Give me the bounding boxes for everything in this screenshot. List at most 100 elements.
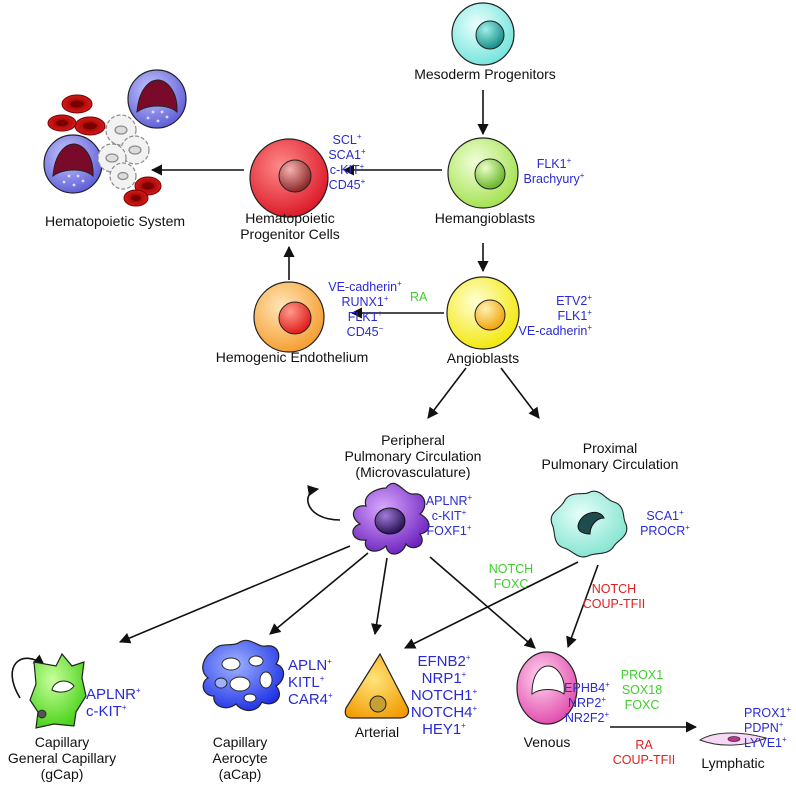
self-renewal-arrow-peripheral [307, 485, 341, 521]
marker-name: CAR4 [288, 691, 329, 708]
marker-name: CD45 [346, 325, 379, 339]
lymphatic-markers: PROX1+PDPN+LYVE1+ [744, 705, 794, 751]
marker-name: KITL [288, 674, 320, 691]
marker: CD45+ [322, 177, 372, 193]
marker-sign: + [778, 719, 784, 729]
marker-sign: + [356, 131, 362, 141]
marker-name: HEY1 [422, 721, 462, 738]
marker-sign: + [327, 657, 332, 666]
marker-name: c-KIT [329, 163, 360, 177]
peripheral-endothelial-cell [352, 482, 430, 555]
marker: APLNR+ [420, 492, 478, 509]
signal-line: COUP-TFII [582, 597, 646, 611]
marker: APLNR+ [86, 686, 156, 703]
peripheral-label-line3: (Microvasculature) [355, 464, 471, 480]
gcap-cell [29, 652, 87, 729]
peripheral-label: Peripheral Pulmonary Circulation (Microv… [328, 432, 498, 480]
marker-sign: + [359, 161, 365, 171]
platelet-icon [97, 114, 150, 190]
signal-line: NOTCH [488, 562, 534, 576]
angioblasts-label: Angioblasts [446, 350, 520, 366]
marker: Brachyury+ [510, 171, 598, 187]
marker: PROCR+ [634, 522, 696, 539]
marker: NR2F2+ [560, 709, 614, 726]
marker-sign: + [328, 691, 333, 700]
acap-label-line1: Capillary [212, 734, 268, 750]
marker-sign: + [604, 709, 610, 719]
marker-name: FOXF1 [426, 524, 467, 538]
red-blood-cell-icon [47, 114, 77, 132]
proximal-markers: SCA1+PROCR+ [634, 507, 696, 539]
hemogenic-endothelium-cell [253, 281, 325, 353]
marker-sign: + [397, 278, 402, 288]
arrows [11, 90, 698, 733]
gcap-label-line3: (gCap) [40, 766, 84, 782]
venous-label: Venous [523, 734, 571, 750]
gcap-label: Capillary General Capillary (gCap) [0, 734, 124, 782]
arterial-label: Arterial [354, 724, 400, 740]
peripheral-label-line2: Pulmonary Circulation [344, 448, 482, 464]
marker-name: Brachyury [523, 172, 580, 186]
gcap-label-line1: Capillary [34, 734, 90, 750]
arrow-peripheral-to-acap [269, 552, 369, 635]
marker-sign: + [360, 146, 366, 156]
marker-sign: − [378, 323, 384, 333]
marker-name: NOTCH1 [410, 687, 473, 704]
marker-name: LYVE1 [744, 736, 782, 750]
marker-name: APLN [288, 657, 328, 674]
marker-name: PROCR [640, 524, 686, 538]
peripheral-markers: APLNR+c-KIT+FOXF1 + [420, 492, 478, 539]
marker-name: ETV2 [556, 294, 588, 308]
marker-sign: + [678, 507, 684, 517]
marker-name: VE-cadherin [518, 324, 588, 338]
hemangioblast-cell [447, 137, 519, 209]
hpc-label-line1: Hematopoietic [245, 210, 335, 226]
marker-sign: + [461, 721, 466, 730]
arterial-cell [344, 652, 410, 719]
marker-sign: + [601, 694, 606, 704]
marker-name: EFNB2 [417, 653, 466, 670]
lymphatic-cell [698, 732, 768, 746]
hemogenic-label: Hemogenic Endothelium [215, 349, 369, 365]
marker-name: PROX1 [744, 706, 787, 720]
marker-sign: + [467, 492, 473, 502]
hematopoietic-system-illustration [43, 69, 187, 207]
marker-sign: + [472, 704, 478, 713]
hematopoietic-progenitor-cell [249, 138, 329, 218]
marker-name: VE-cadherin [328, 280, 398, 294]
marker: CD45− [318, 323, 412, 340]
arrow-peripheral-to-arterial [371, 557, 388, 636]
hemangioblasts-label: Hemangioblasts [434, 210, 536, 226]
marker-name: c-KIT [86, 703, 122, 720]
marker: ETV2+ [500, 293, 592, 309]
proximal-endothelial-cell [550, 490, 628, 558]
marker-sign: + [587, 307, 592, 317]
signal-line: NOTCH [591, 582, 637, 596]
marker-name: NRP2 [567, 696, 602, 710]
marker: APLN+ [288, 657, 358, 674]
marker-sign: + [383, 293, 389, 303]
marker-name: RUNX1 [341, 295, 384, 309]
marker: c-KIT+ [420, 508, 478, 524]
arrow-proximal-to-venous [566, 564, 599, 649]
marker-sign: + [465, 653, 471, 662]
marker: c-KIT+ [86, 703, 156, 720]
marker-name: CD45 [328, 178, 361, 192]
marker-name: SCA1 [646, 509, 679, 523]
marker: EPHB4+ [560, 680, 614, 696]
marker-sign: + [685, 522, 690, 532]
marker-sign: + [377, 308, 383, 318]
marker-sign: + [587, 322, 592, 332]
marker-name: FLK1 [557, 309, 588, 323]
arrow-peripheral-to-venous [429, 556, 536, 649]
marker-sign: + [319, 674, 325, 683]
peripheral-label-line1: Peripheral [381, 432, 445, 448]
angioblast-cell [446, 276, 520, 350]
acap-cell [202, 639, 285, 712]
marker: NRP2+ [560, 694, 614, 711]
red-blood-cell-icon [74, 116, 106, 136]
marker: HEY1+ [400, 721, 488, 738]
